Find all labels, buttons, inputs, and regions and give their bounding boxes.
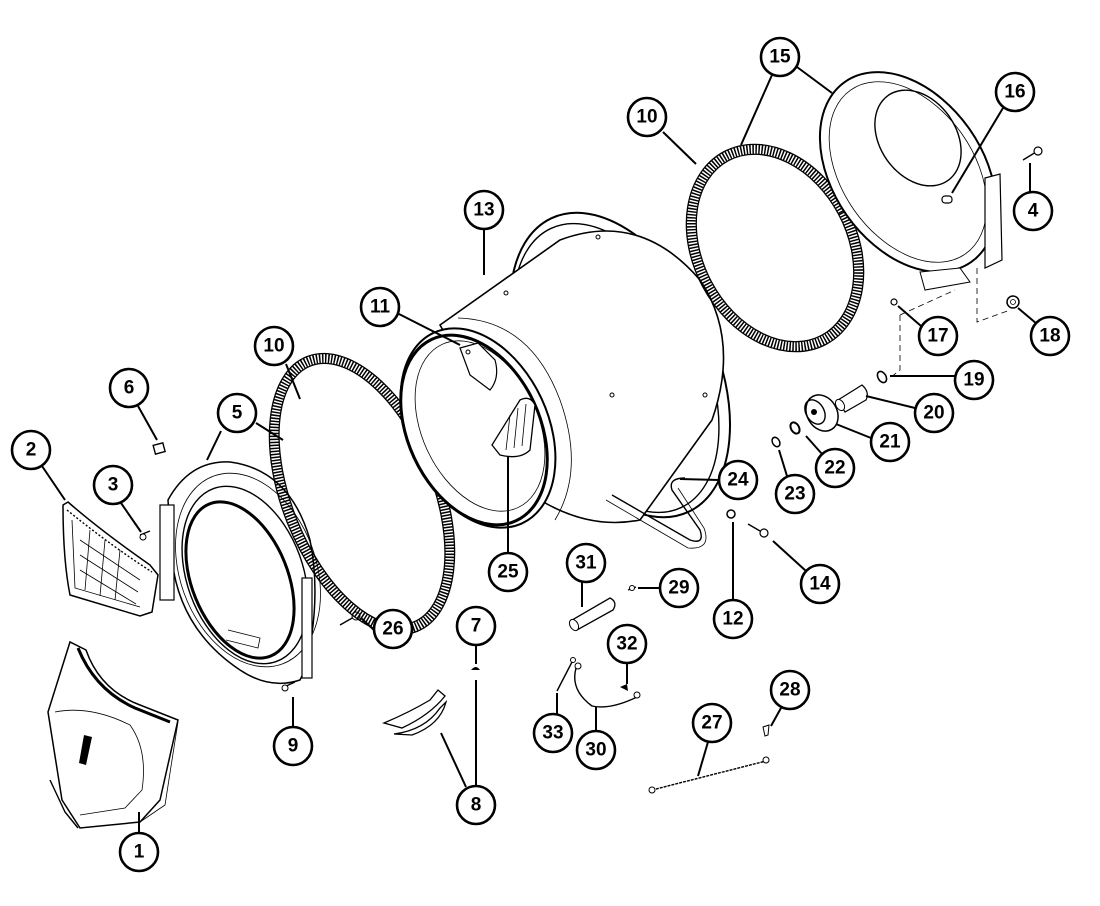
callout-8: 8 bbox=[455, 784, 497, 826]
callout-33: 33 bbox=[532, 712, 574, 754]
callout-18: 18 bbox=[1029, 315, 1071, 357]
callout-17: 17 bbox=[917, 315, 959, 357]
callout-14: 14 bbox=[799, 563, 841, 605]
nut-7-part bbox=[471, 667, 480, 670]
bolt-14-part bbox=[747, 523, 769, 538]
callout-10-front: 10 bbox=[253, 325, 295, 367]
callout-3: 3 bbox=[92, 464, 134, 506]
svg-text:32: 32 bbox=[616, 634, 637, 655]
washer-22-part bbox=[789, 421, 801, 435]
svg-text:17: 17 bbox=[927, 326, 948, 347]
nut-12-part bbox=[726, 509, 736, 519]
svg-text:24: 24 bbox=[727, 470, 749, 491]
svg-text:18: 18 bbox=[1039, 326, 1060, 347]
leader-lines bbox=[41, 66, 1038, 833]
svg-text:19: 19 bbox=[963, 370, 984, 391]
svg-text:27: 27 bbox=[701, 713, 722, 734]
callout-22: 22 bbox=[814, 447, 856, 489]
callout-19: 19 bbox=[953, 359, 995, 401]
svg-text:13: 13 bbox=[473, 200, 494, 221]
rear-bulkhead-part bbox=[818, 71, 1003, 291]
callout-26: 26 bbox=[372, 608, 414, 650]
callout-21: 21 bbox=[869, 421, 911, 463]
callout-30: 30 bbox=[575, 729, 617, 771]
svg-text:14: 14 bbox=[809, 574, 831, 595]
svg-text:3: 3 bbox=[108, 475, 119, 496]
ground-strap-part bbox=[648, 756, 770, 794]
callout-12: 12 bbox=[712, 598, 754, 640]
svg-text:11: 11 bbox=[370, 297, 391, 318]
retaining-ring-23-part bbox=[771, 436, 781, 448]
drum-light-socket-part bbox=[568, 597, 616, 632]
front-panel-lower-part bbox=[47, 640, 179, 829]
lint-filter-housing-part bbox=[62, 501, 159, 617]
svg-text:23: 23 bbox=[784, 484, 805, 505]
svg-text:4: 4 bbox=[1028, 201, 1039, 222]
nut-18-part bbox=[1006, 295, 1020, 309]
svg-text:20: 20 bbox=[923, 403, 944, 424]
callout-28: 28 bbox=[769, 669, 811, 711]
svg-text:31: 31 bbox=[575, 553, 597, 574]
callout-5: 5 bbox=[216, 392, 258, 434]
svg-text:26: 26 bbox=[382, 619, 403, 640]
callout-20: 20 bbox=[913, 392, 955, 434]
baffle-clip-part bbox=[459, 342, 498, 391]
wire-lead-part bbox=[556, 657, 576, 692]
svg-text:1: 1 bbox=[134, 842, 145, 863]
screw-3-part bbox=[139, 530, 151, 541]
svg-text:30: 30 bbox=[585, 740, 606, 761]
svg-text:33: 33 bbox=[542, 723, 563, 744]
svg-text:25: 25 bbox=[497, 562, 519, 583]
washer-19-part bbox=[876, 370, 888, 384]
callout-6: 6 bbox=[108, 367, 150, 409]
svg-text:12: 12 bbox=[722, 609, 743, 630]
clip-6-part bbox=[152, 441, 166, 455]
felt-seal-clip-part bbox=[382, 689, 448, 736]
drum-roller-part bbox=[804, 394, 839, 432]
svg-text:5: 5 bbox=[232, 403, 243, 424]
terminal-28-part bbox=[762, 724, 770, 737]
drive-belt-part bbox=[605, 477, 707, 549]
svg-text:15: 15 bbox=[769, 47, 791, 68]
callout-29: 29 bbox=[658, 567, 700, 609]
svg-text:10: 10 bbox=[636, 107, 657, 128]
callout-11: 11 bbox=[359, 286, 401, 328]
callout-1: 1 bbox=[118, 831, 160, 873]
callout-24: 24 bbox=[717, 459, 759, 501]
callout-25: 25 bbox=[487, 551, 529, 593]
roller-shaft-part bbox=[834, 384, 868, 413]
callout-31: 31 bbox=[565, 542, 607, 584]
svg-text:16: 16 bbox=[1004, 82, 1025, 103]
callout-23: 23 bbox=[774, 473, 816, 515]
drum-part bbox=[399, 211, 732, 529]
wire-harness-part bbox=[574, 662, 641, 708]
svg-text:6: 6 bbox=[124, 378, 135, 399]
svg-text:8: 8 bbox=[471, 795, 482, 816]
svg-text:22: 22 bbox=[824, 458, 845, 479]
screw-4-part bbox=[1022, 146, 1043, 161]
svg-text:28: 28 bbox=[779, 680, 800, 701]
callout-2: 2 bbox=[10, 429, 52, 471]
callout-10-rear: 10 bbox=[626, 96, 668, 138]
screw-32-part bbox=[620, 684, 628, 691]
screw-29-part bbox=[627, 585, 637, 591]
plug-16-part bbox=[941, 195, 953, 204]
front-bulkhead-part bbox=[159, 461, 321, 685]
svg-text:21: 21 bbox=[879, 432, 901, 453]
callout-4: 4 bbox=[1012, 190, 1054, 232]
callout-9: 9 bbox=[272, 725, 314, 767]
svg-text:7: 7 bbox=[471, 616, 482, 637]
svg-text:10: 10 bbox=[263, 336, 284, 357]
screw-9-part bbox=[281, 681, 296, 692]
callout-13: 13 bbox=[463, 189, 505, 231]
svg-text:2: 2 bbox=[26, 440, 37, 461]
screw-17-part bbox=[890, 298, 898, 306]
svg-text:29: 29 bbox=[668, 578, 689, 599]
callout-32: 32 bbox=[606, 623, 648, 665]
svg-text:9: 9 bbox=[288, 736, 299, 757]
callout-27: 27 bbox=[691, 702, 733, 744]
callout-15: 15 bbox=[759, 36, 801, 78]
callout-16: 16 bbox=[994, 71, 1036, 113]
callout-7: 7 bbox=[455, 605, 497, 647]
